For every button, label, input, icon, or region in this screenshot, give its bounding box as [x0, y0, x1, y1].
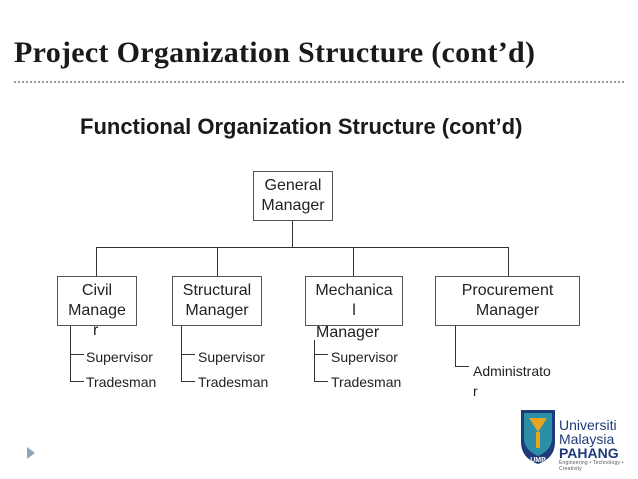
bracket-structural-tick2: [181, 381, 195, 382]
subordinate-civil-tradesman: Tradesman: [86, 374, 157, 390]
connector-civil: [96, 247, 97, 276]
subordinate-structural-tradesman: Tradesman: [198, 374, 269, 390]
org-box-label-line2: Manage: [68, 302, 126, 319]
org-box-label-line3-overflow: Manager: [316, 324, 380, 341]
logo-line1: Universiti: [559, 417, 617, 433]
bracket-procurement-vertical: [455, 326, 456, 366]
org-box-label-line1: Mechanica: [315, 282, 393, 299]
org-box-label-line3: r: [93, 322, 99, 339]
title-divider: [14, 81, 624, 83]
bracket-mechanical-vertical: [314, 340, 315, 381]
bracket-procurement-tick: [455, 366, 469, 367]
org-box-label-line1: General: [264, 177, 322, 194]
logo-tagline: Engineering • Technology • Creativity: [559, 460, 624, 472]
slide-bullet-arrow-icon: [27, 447, 35, 459]
subordinate-structural-supervisor: Supervisor: [198, 349, 265, 365]
bracket-civil-tick2: [70, 381, 84, 382]
org-box-label-line2: Manager: [475, 302, 540, 319]
slide-subtitle: Functional Organization Structure (cont’…: [80, 114, 523, 139]
connector-horizontal: [96, 247, 509, 248]
subordinate-procurement-administrator: Administrato r: [473, 361, 573, 401]
bracket-structural-vertical: [181, 326, 182, 381]
org-box-mechanical-manager: Mechanica l: [305, 276, 403, 326]
org-box-label-line1: Structural: [182, 282, 252, 299]
subordinate-civil-supervisor: Supervisor: [86, 349, 153, 365]
logo-line2: Malaysia: [559, 431, 615, 447]
connector-mechanical: [353, 247, 354, 276]
org-box-civil-manager: Civil Manage r: [57, 276, 137, 339]
logo-emblem-text: UMP: [530, 457, 546, 464]
connector-structural: [217, 247, 218, 276]
org-box-label-line1: Procurement: [461, 282, 554, 299]
subordinate-label-line1: Administrato: [473, 363, 551, 379]
subordinate-mechanical-tradesman: Tradesman: [331, 374, 402, 390]
bracket-mechanical-tick2: [314, 381, 328, 382]
university-logo-emblem-icon: UMP: [521, 410, 555, 464]
bracket-mechanical-tick1: [314, 354, 328, 355]
bracket-structural-tick1: [181, 354, 195, 355]
bracket-civil-tick1: [70, 354, 84, 355]
org-box-structural-manager: Structural Manager: [172, 276, 262, 326]
org-box-label-line1: Civil: [81, 282, 113, 299]
bracket-civil-vertical: [70, 326, 71, 381]
org-box-general-manager: General Manager: [253, 171, 333, 221]
slide-title: Project Organization Structure (cont’d): [14, 36, 536, 69]
connector-procurement: [508, 247, 509, 276]
org-box-label-line2: Manager: [261, 197, 325, 214]
org-box-procurement-manager: Procurement Manager: [435, 276, 580, 326]
org-box-label-line2: l: [352, 302, 356, 319]
logo-line3: PAHANG: [559, 445, 619, 461]
org-box-label-line2: Manager: [185, 302, 249, 319]
subordinate-mechanical-supervisor: Supervisor: [331, 349, 398, 365]
subordinate-label-line2: r: [473, 383, 478, 399]
connector-top-vertical: [292, 220, 293, 248]
